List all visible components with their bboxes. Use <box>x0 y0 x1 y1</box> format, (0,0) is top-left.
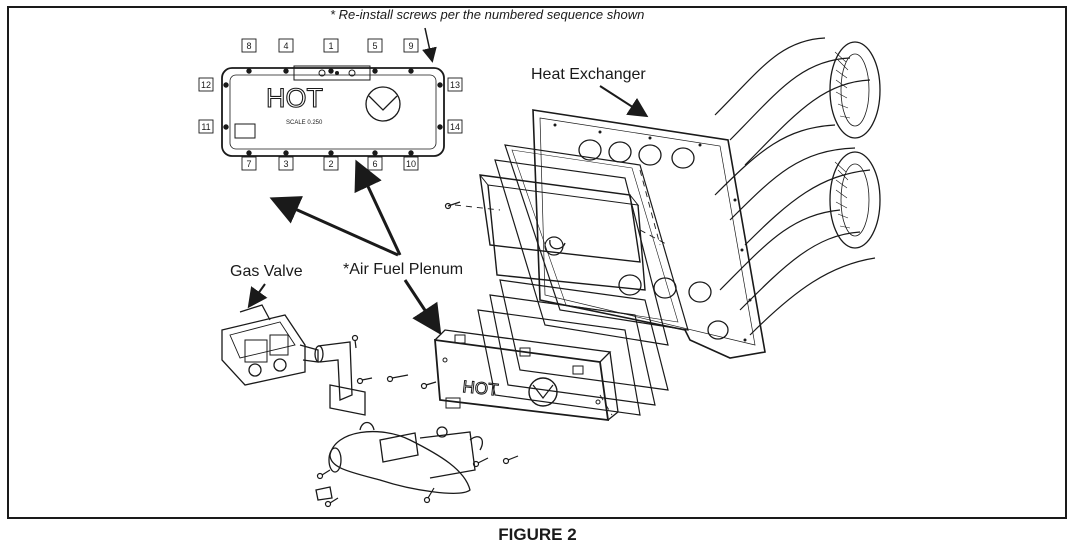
screw-tag-5: 5 <box>367 38 383 53</box>
screw-tag-10: 10 <box>403 156 419 171</box>
svg-text:7: 7 <box>246 159 251 169</box>
screws <box>316 201 519 508</box>
screw-hole <box>372 68 378 74</box>
svg-text:3: 3 <box>283 159 288 169</box>
svg-text:8: 8 <box>246 41 251 51</box>
screw-sequence-caption: * Re-install screws per the numbered seq… <box>330 7 645 22</box>
screw-hole <box>223 124 229 130</box>
screw-tag-12: 12 <box>198 77 214 92</box>
figure-frame <box>7 6 1067 519</box>
screw-tag-7: 7 <box>241 156 257 171</box>
screw-hole <box>437 82 443 88</box>
screw-tag-14: 14 <box>447 119 463 134</box>
svg-text:5: 5 <box>372 41 377 51</box>
svg-text:1: 1 <box>328 41 333 51</box>
screw-hole <box>246 68 252 74</box>
air-fuel-plenum: HOT <box>434 329 619 422</box>
screw-hole <box>437 124 443 130</box>
screw-hole <box>283 68 289 74</box>
plate-hot-text: HOT <box>266 83 323 113</box>
screw-hole <box>372 150 378 156</box>
gas-valve-label: Gas Valve <box>230 263 303 280</box>
svg-text:6: 6 <box>372 159 377 169</box>
svg-text:12: 12 <box>201 80 211 90</box>
screw-hole <box>408 68 414 74</box>
svg-text:10: 10 <box>406 159 416 169</box>
screw-tag-9: 9 <box>403 38 419 53</box>
plenum-hot-text: HOT <box>462 377 500 400</box>
screw-tag-4: 4 <box>278 38 294 53</box>
heat-exchanger-label: Heat Exchanger <box>531 66 646 83</box>
screw-hole <box>283 150 289 156</box>
svg-text:9: 9 <box>408 41 413 51</box>
plate-scale-text: SCALE 0.250 <box>286 120 323 126</box>
gasket-stack <box>454 144 689 416</box>
svg-text:2: 2 <box>328 159 333 169</box>
svg-text:13: 13 <box>450 80 460 90</box>
screw-hole <box>223 82 229 88</box>
screw-tag-8: 8 <box>241 38 257 53</box>
svg-text:11: 11 <box>201 122 210 132</box>
screw-hole <box>246 150 252 156</box>
screw-sequence-plate: HOT SCALE 0.250 8 4 1 5 9 7 3 2 6 10 12 11 13 14 <box>198 38 463 171</box>
screw-tag-11: 11 <box>198 119 214 134</box>
gas-valve <box>221 304 319 386</box>
svg-text:4: 4 <box>283 41 288 51</box>
screw-tag-1: 1 <box>323 38 339 53</box>
screw-tag-6: 6 <box>367 156 383 171</box>
screw-tag-3: 3 <box>278 156 294 171</box>
screw-hole <box>328 150 334 156</box>
screw-tag-13: 13 <box>447 77 463 92</box>
air-fuel-plenum-label: *Air Fuel Plenum <box>343 261 464 278</box>
svg-text:14: 14 <box>450 122 460 132</box>
screw-hole <box>408 150 414 156</box>
screw-tag-2: 2 <box>323 156 339 171</box>
figure-title: FIGURE 2 <box>498 525 577 544</box>
screw-hole <box>328 68 334 74</box>
inlet-pipe-assembly <box>314 341 484 501</box>
